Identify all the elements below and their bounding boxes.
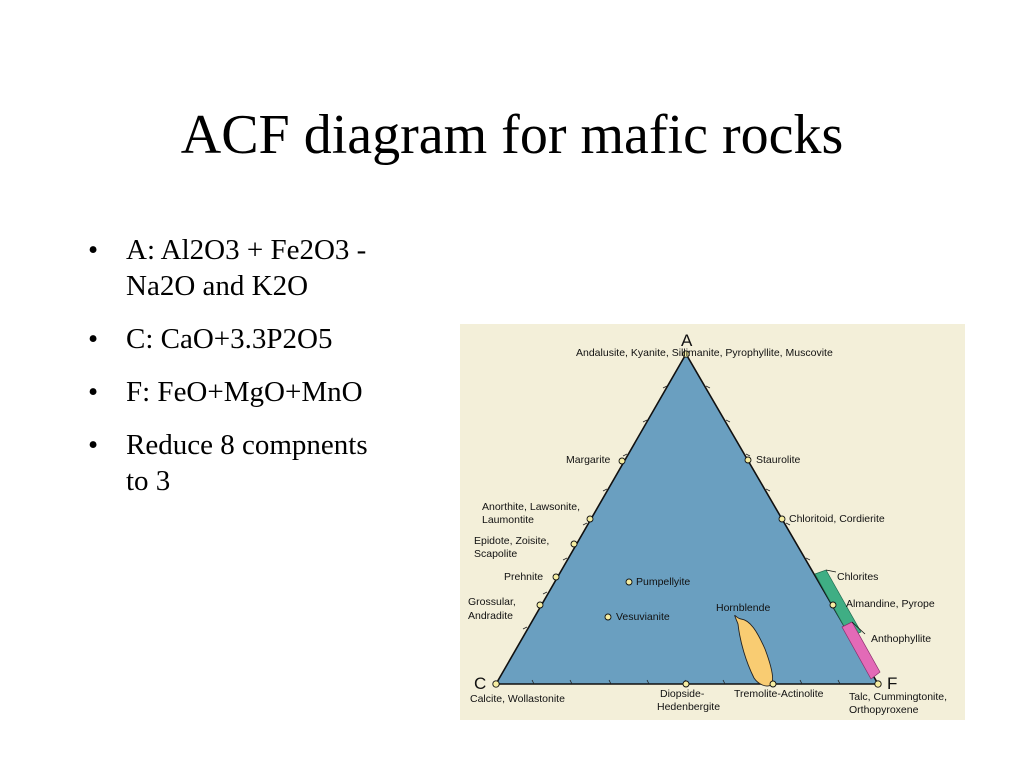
point-vesuvianite — [604, 613, 612, 621]
label-a-top: Andalusite, Kyanite, Sillimanite, Pyroph… — [576, 347, 833, 359]
point-prehnite — [552, 573, 560, 581]
point-margarite — [618, 457, 626, 465]
bullet-text: Na2O and K2O — [126, 270, 309, 302]
bullet-dot: • — [88, 376, 99, 408]
label-grossular-line2: Andradite — [468, 610, 513, 622]
bullet-dot: • — [88, 234, 99, 266]
label-talc-line2: Orthopyroxene — [849, 704, 919, 716]
point-grossular — [536, 601, 544, 609]
bullet-dot: • — [88, 429, 99, 461]
bullet-item-a: • A: Al2O3 + Fe2O3 - Na2O and K2O — [88, 232, 468, 304]
point-pumpellyite — [625, 578, 633, 586]
point-anorthite — [586, 515, 594, 523]
acf-diagram-svg: A C F Andalusite, Kyanite, Sillimanite, … — [468, 331, 947, 716]
label-margarite: Margarite — [566, 454, 611, 466]
label-diopside-line2: Hedenbergite — [657, 701, 720, 713]
label-hornblende: Hornblende — [716, 602, 770, 614]
bullet-text: to 3 — [126, 465, 171, 497]
label-calcite: Calcite, Wollastonite — [470, 693, 565, 705]
point-f-corner — [874, 680, 882, 688]
band-leader-lines — [825, 569, 866, 635]
point-almandine — [829, 601, 837, 609]
bullet-item-f: • F: FeO+MgO+MnO — [88, 374, 468, 410]
chlorites-band — [814, 569, 862, 638]
label-diopside-line1: Diopside- — [660, 688, 705, 700]
anthophyllite-band — [841, 621, 881, 680]
label-anorthite-line2: Laumontite — [482, 514, 534, 526]
point-epidote — [570, 540, 578, 548]
label-talc-line1: Talc, Cummingtonite, — [849, 691, 947, 703]
label-grossular-line1: Grossular, — [468, 596, 516, 608]
bullet-item-c: • C: CaO+3.3P2O5 — [88, 321, 468, 357]
bullet-text: C: CaO+3.3P2O5 — [126, 323, 333, 355]
bullet-text: Reduce 8 compnents — [126, 429, 368, 461]
point-staurolite — [744, 456, 752, 464]
acf-diagram: A C F Andalusite, Kyanite, Sillimanite, … — [460, 324, 965, 720]
bullet-dot: • — [88, 323, 99, 355]
label-epidote-line1: Epidote, Zoisite, — [474, 535, 549, 547]
label-almandine: Almandine, Pyrope — [846, 598, 935, 610]
label-vesuvianite: Vesuvianite — [616, 611, 670, 623]
label-chloritoid: Chloritoid, Cordierite — [789, 513, 885, 525]
bullet-text: F: FeO+MgO+MnO — [126, 376, 363, 408]
label-epidote-line2: Scapolite — [474, 548, 517, 560]
vertex-c-label: C — [474, 674, 486, 693]
vertex-a-label: A — [681, 331, 693, 350]
bullet-item-reduce: • Reduce 8 compnents to 3 — [88, 427, 468, 499]
slide-title: ACF diagram for mafic rocks — [180, 104, 844, 166]
label-anorthite-line1: Anorthite, Lawsonite, — [482, 501, 580, 513]
point-diopside — [682, 680, 690, 688]
label-staurolite: Staurolite — [756, 454, 801, 466]
label-anthophyllite: Anthophyllite — [871, 633, 931, 645]
vertex-f-label: F — [887, 674, 897, 693]
label-chlorites: Chlorites — [837, 571, 878, 583]
label-prehnite: Prehnite — [504, 571, 543, 583]
point-tremolite — [769, 680, 777, 688]
point-a-top — [682, 350, 690, 358]
label-pumpellyite: Pumpellyite — [636, 576, 690, 588]
bullet-text: A: Al2O3 + Fe2O3 - — [126, 234, 367, 266]
hornblende-field — [734, 615, 774, 687]
point-calcite — [492, 680, 500, 688]
bullet-list: • A: Al2O3 + Fe2O3 - Na2O and K2O • C: C… — [88, 232, 468, 516]
point-chloritoid — [778, 515, 786, 523]
label-tremolite: Tremolite-Actinolite — [734, 688, 824, 700]
mineral-points — [492, 350, 882, 688]
